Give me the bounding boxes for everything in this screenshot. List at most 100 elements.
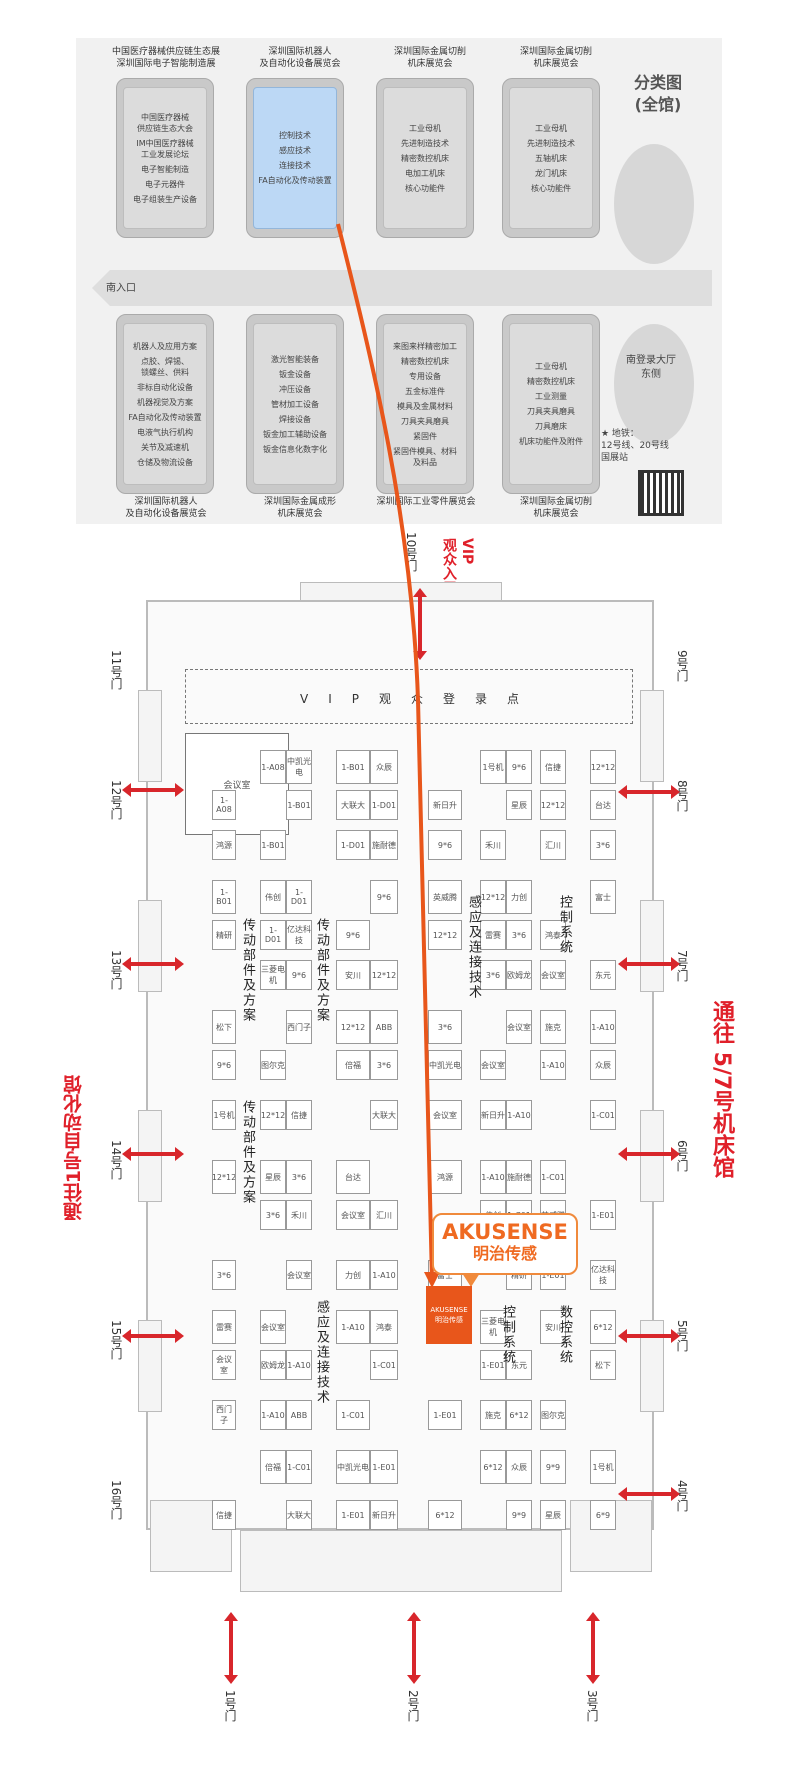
booth[interactable]: 会议室 [212,1350,236,1380]
booth[interactable]: 鸿源 [212,830,236,860]
booth[interactable]: 倍福 [336,1050,370,1080]
booth[interactable]: 3*6 [428,1010,462,1044]
booth[interactable]: 雷赛 [212,1310,236,1344]
booth[interactable]: 力创 [336,1260,370,1290]
booth[interactable]: 星辰 [506,790,532,820]
booth[interactable]: 东元 [590,960,616,990]
booth[interactable]: 9*6 [286,960,312,990]
booth[interactable]: 1-B01 [212,880,236,914]
booth[interactable]: 亿达科技 [590,1260,616,1290]
booth[interactable]: 精研 [212,920,236,950]
meeting-room[interactable]: 会议室 [185,733,289,835]
booth[interactable]: 1-B01 [336,750,370,784]
booth[interactable]: 新日升 [428,790,462,820]
booth[interactable]: 12*12 [428,920,462,950]
booth[interactable]: 1-C01 [286,1450,312,1484]
booth[interactable]: 1-E01 [590,1200,616,1230]
booth[interactable]: ABB [370,1010,398,1044]
booth[interactable]: 6*12 [590,1310,616,1344]
booth[interactable]: 力创 [506,880,532,914]
booth[interactable]: 1-A10 [506,1100,532,1130]
booth[interactable]: 会议室 [506,1010,532,1044]
booth[interactable]: 1-B01 [260,830,286,860]
booth[interactable]: 1号机 [590,1450,616,1484]
booth[interactable]: 东元 [506,1350,532,1380]
booth[interactable]: 伟创 [260,880,286,914]
booth[interactable]: 安川 [540,1310,566,1344]
qr-code[interactable] [638,470,684,516]
top-hall-4[interactable]: 工业母机 先进制造技术 五轴机床 龙门机床 核心功能件 [502,78,600,238]
door-3-arrow[interactable] [586,1612,600,1684]
door-7-arrow[interactable] [618,957,680,971]
booth[interactable]: 9*6 [212,1050,236,1080]
booth[interactable]: 1-D01 [286,880,312,914]
booth[interactable]: 会议室 [540,960,566,990]
booth[interactable]: 众辰 [370,750,398,784]
booth[interactable]: 汇川 [370,1200,398,1230]
booth[interactable]: 众辰 [590,1050,616,1080]
booth[interactable]: 星辰 [540,1500,566,1530]
booth[interactable]: 9*6 [336,920,370,950]
booth[interactable]: 1-B01 [286,790,312,820]
booth[interactable]: 大联大 [336,790,370,820]
booth[interactable]: 施克 [480,1400,506,1430]
door-8-arrow[interactable] [618,785,680,799]
booth[interactable]: 6*9 [590,1500,616,1530]
booth[interactable]: 鸿源 [428,1160,462,1194]
door-4-arrow[interactable] [618,1487,680,1501]
booth[interactable]: 3*6 [480,960,506,990]
booth[interactable]: 图尔克 [540,1400,566,1430]
booth[interactable]: 3*6 [370,1050,398,1080]
door-12-arrow[interactable] [122,783,184,797]
door-10-arrow[interactable] [413,588,427,660]
booth[interactable]: 雷赛 [480,920,506,950]
booth[interactable]: 9*6 [506,750,532,784]
booth[interactable]: 安川 [336,960,370,990]
booth[interactable]: 松下 [590,1350,616,1380]
booth[interactable]: 9*9 [506,1500,532,1530]
booth[interactable]: 新日升 [370,1500,398,1530]
booth[interactable]: 施克 [540,1010,566,1044]
booth[interactable]: 6*12 [480,1450,506,1484]
booth[interactable]: 大联大 [370,1100,398,1130]
booth[interactable]: 1-C01 [370,1350,398,1380]
booth[interactable]: 6*12 [428,1500,462,1530]
booth[interactable]: 禾川 [480,830,506,860]
booth[interactable]: 6*12 [506,1400,532,1430]
booth[interactable]: 9*9 [540,1450,566,1484]
booth[interactable]: 9*6 [428,830,462,860]
booth[interactable]: 倍福 [260,1450,286,1484]
booth[interactable]: 会议室 [260,1310,286,1344]
booth[interactable]: 12*12 [480,880,506,914]
booth[interactable]: 1-A10 [540,1050,566,1080]
bottom-hall-3[interactable]: 来图来样精密加工 精密数控机床 专用设备 五金标准件 模具及金属材料 刀具夹具磨… [376,314,474,494]
booth[interactable]: 12*12 [212,1160,236,1194]
booth[interactable]: 台达 [336,1160,370,1194]
booth[interactable]: 1-A10 [590,1010,616,1044]
door-6-arrow[interactable] [618,1147,680,1161]
booth[interactable]: 施耐德 [506,1160,532,1194]
booth[interactable]: 3*6 [212,1260,236,1290]
top-hall-2-highlighted[interactable]: 控制技术 感应技术 连接技术 FA自动化及传动装置 [246,78,344,238]
booth[interactable]: 信捷 [212,1500,236,1530]
booth[interactable]: 1号机 [480,750,506,784]
booth[interactable]: 禾川 [286,1200,312,1230]
booth[interactable]: 3*6 [506,920,532,950]
booth[interactable]: 亿达科技 [286,920,312,950]
booth[interactable]: 12*12 [370,960,398,990]
booth[interactable]: 信捷 [286,1100,312,1130]
booth[interactable]: 1-C01 [336,1400,370,1430]
booth[interactable]: 施耐德 [370,830,398,860]
booth[interactable]: 12*12 [590,750,616,784]
booth[interactable]: 大联大 [286,1500,312,1530]
booth[interactable]: 会议室 [286,1260,312,1290]
booth[interactable]: 鸿泰 [370,1310,398,1344]
booth[interactable]: 西门子 [212,1400,236,1430]
booth[interactable]: 1-E01 [370,1450,398,1484]
booth[interactable]: 1-A10 [370,1260,398,1290]
booth[interactable]: 信捷 [540,750,566,784]
booth[interactable]: 三菱电机 [480,1310,506,1344]
booth[interactable]: ABB [286,1400,312,1430]
booth[interactable]: 1-D01 [260,920,286,950]
booth[interactable]: 松下 [212,1010,236,1044]
